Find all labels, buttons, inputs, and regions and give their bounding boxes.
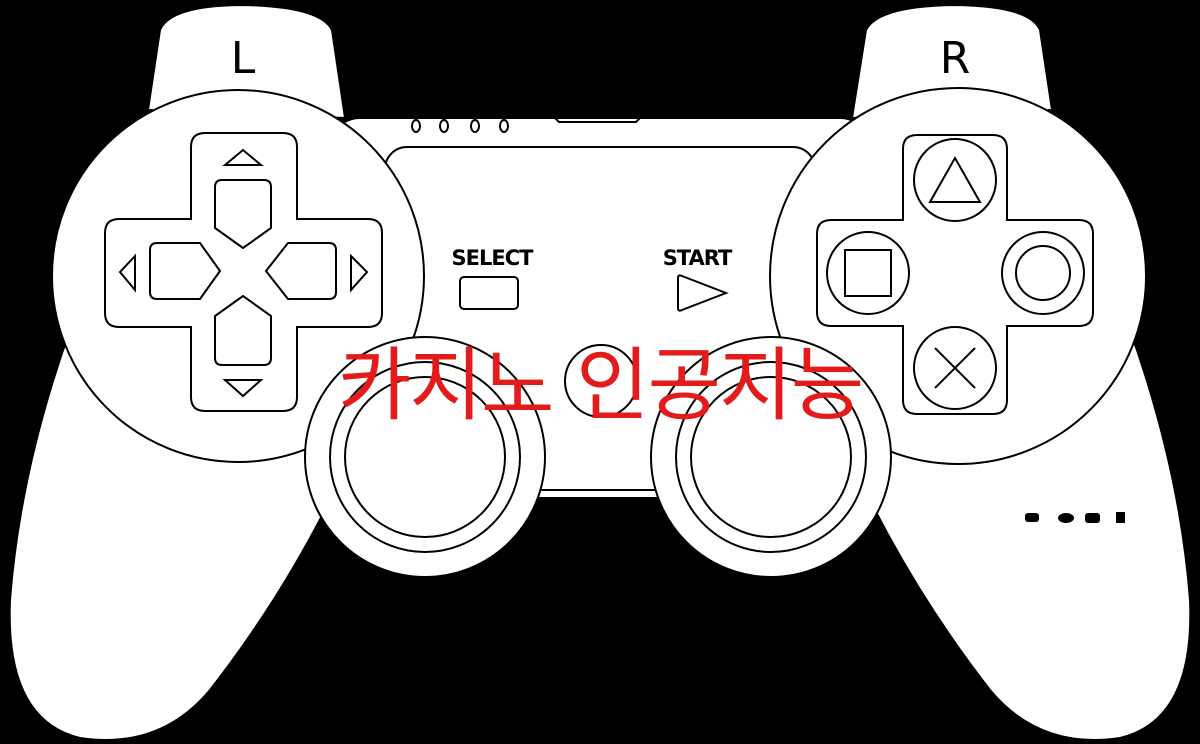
player-number-marks — [1025, 512, 1125, 523]
square-button[interactable] — [826, 231, 910, 315]
dpad-left[interactable] — [149, 242, 222, 300]
circle-icon — [1015, 245, 1071, 301]
triangle-icon — [928, 155, 982, 203]
arrow-right-icon — [350, 253, 369, 293]
square-icon — [844, 249, 892, 297]
arrow-down-icon — [222, 379, 264, 398]
overlay-text: 카지노 인공지능 — [337, 339, 865, 432]
home-button[interactable] — [564, 344, 638, 418]
face-button-cluster — [816, 134, 1094, 415]
left-analog-stick[interactable] — [304, 336, 546, 578]
left-shoulder-button — [146, 3, 347, 120]
arrow-left-icon — [118, 253, 136, 293]
arrow-up-icon — [222, 148, 264, 166]
right-analog-stick[interactable] — [650, 336, 892, 578]
right-shoulder-label: R — [940, 33, 971, 84]
left-shoulder-label: L — [231, 33, 256, 84]
select-button[interactable] — [459, 276, 519, 310]
dpad-up[interactable] — [214, 179, 272, 250]
start-button[interactable] — [677, 274, 729, 312]
cross-button[interactable] — [913, 326, 997, 410]
dpad-down[interactable] — [214, 294, 272, 366]
dpad-icon[interactable] — [104, 132, 383, 412]
triangle-button[interactable] — [913, 138, 997, 222]
right-shoulder-button — [850, 3, 1054, 120]
cross-icon — [934, 347, 976, 389]
select-label: SELECT — [452, 246, 535, 270]
circle-button[interactable] — [1001, 231, 1085, 315]
player-leds — [411, 119, 509, 133]
top-notch — [552, 117, 643, 123]
start-label: START — [663, 246, 733, 270]
dpad-right[interactable] — [264, 242, 337, 300]
